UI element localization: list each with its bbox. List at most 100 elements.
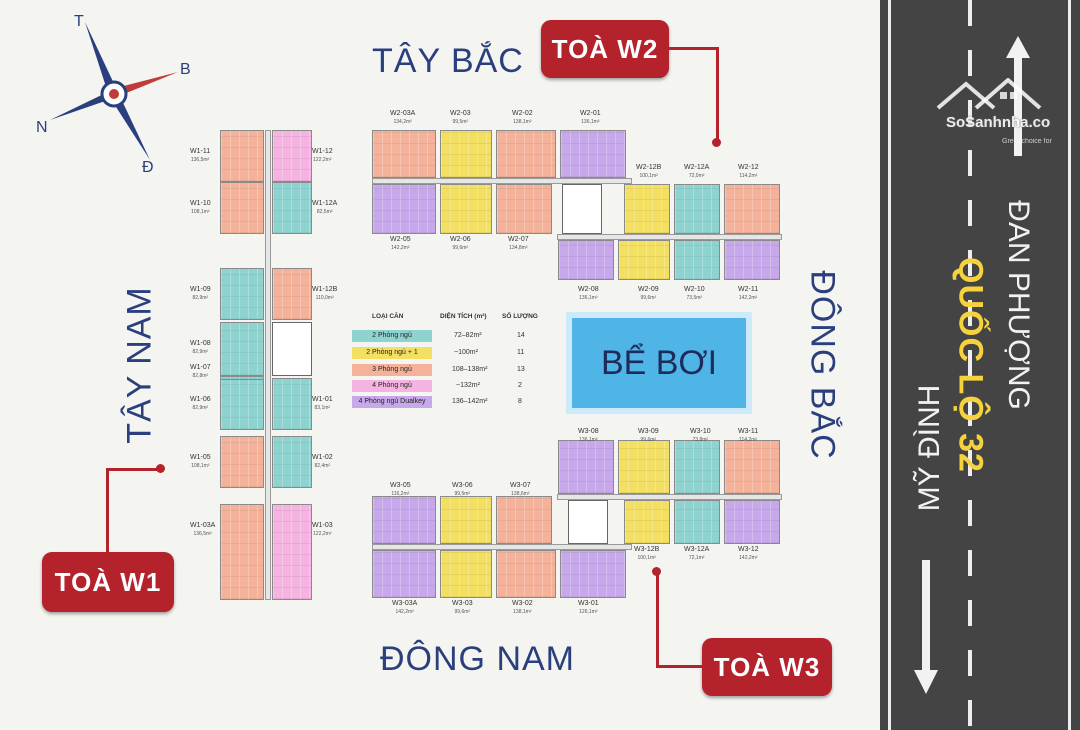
apartment-unit [220, 130, 264, 182]
legend-header-count: SỐ LƯỢNG [502, 313, 538, 320]
unit-id: W3-05 [390, 482, 411, 489]
apartment-unit [724, 240, 780, 280]
unit-id: W1-10 [190, 200, 211, 207]
unit-area: 126,1m² [579, 609, 598, 615]
road-edge-line-left [888, 0, 891, 730]
unit-area: 142,2m² [395, 609, 414, 615]
unit-area: 100,1m² [639, 173, 658, 179]
unit-id: W1-09 [190, 286, 211, 293]
apartment-unit [220, 436, 264, 488]
unit-area: 72,1m² [688, 555, 705, 561]
apartment-unit [220, 268, 264, 320]
unit-area: 134,2m² [393, 119, 412, 125]
compass-needle-e [114, 72, 178, 98]
unit-id: W3-12A [684, 546, 710, 553]
unit-id: W1-06 [190, 396, 211, 403]
unit-id: W1-02 [312, 454, 333, 461]
compass: T B N Đ [36, 13, 191, 172]
apartment-unit [674, 440, 720, 494]
apartment-unit [372, 550, 436, 598]
unit-area: 99,5m² [454, 491, 471, 497]
apartment-unit [440, 184, 492, 234]
unit-area: 122,2m² [313, 531, 332, 537]
apartment-unit [724, 500, 780, 544]
apartment-unit [674, 500, 720, 544]
unit-area: 83,1m² [314, 405, 331, 411]
unit-id: W2-10 [684, 286, 705, 293]
apartment-unit [220, 378, 264, 430]
legend-swatch-4br-dualkey: 4 Phòng ngủ Dualkey [352, 396, 432, 408]
unit-id: W3-03A [392, 600, 418, 607]
corridor [372, 178, 632, 184]
tower-w3-tag: TOÀ W3 [702, 638, 832, 696]
apartment-unit [372, 496, 436, 544]
unit-area: 72,0m² [688, 173, 705, 179]
legend-area-2br-plus: ~100m² [454, 349, 478, 356]
arrow-up-icon [1006, 36, 1030, 156]
corridor [265, 130, 271, 600]
apartment-unit [272, 130, 312, 182]
stair-core [562, 184, 602, 234]
unit-id: W2-12B [636, 164, 662, 171]
apartment-unit [272, 378, 312, 430]
road-name: QUỐC LỘ 32 [951, 257, 990, 473]
unit-area: 82,5m² [316, 209, 333, 215]
apartment-unit [220, 182, 264, 234]
legend-count-3br: 13 [517, 366, 525, 373]
unit-area: 82,8m² [192, 373, 209, 379]
tower-w3-marker [652, 567, 661, 576]
unit-area: 134,8m² [509, 245, 528, 251]
apartment-unit [440, 550, 492, 598]
corridor [557, 494, 782, 500]
apartment-unit [560, 130, 626, 178]
unit-type-legend: LOẠI CĂN DIỆN TÍCH (m²) SỐ LƯỢNG 2 Phòng… [352, 300, 542, 410]
road-destination-top: ĐAN PHƯỢNG [1002, 200, 1035, 410]
legend-swatch-2br: 2 Phòng ngủ [352, 330, 432, 342]
arrow-down-icon [914, 560, 938, 694]
unit-id: W3-10 [690, 428, 711, 435]
compass-label-w: N [36, 119, 48, 136]
corridor [557, 234, 782, 240]
unit-area: 136,5m² [193, 531, 212, 537]
unit-area: 99,6m² [640, 295, 657, 301]
unit-area: 122,2m² [313, 157, 332, 163]
direction-south-east: ĐÔNG NAM [380, 640, 575, 678]
apartment-unit [220, 504, 264, 600]
apartment-unit [272, 182, 312, 234]
apartment-unit [618, 240, 670, 280]
unit-id: W1-07 [190, 364, 211, 371]
legend-swatch-4br: 4 Phòng ngủ [352, 380, 432, 392]
apartment-unit [372, 184, 436, 234]
apartment-unit [558, 240, 614, 280]
apartment-unit [220, 376, 264, 380]
unit-area: 142,2m² [738, 295, 758, 301]
unit-area: 99,6m² [452, 245, 469, 251]
legend-area-4br: ~132m² [456, 382, 480, 389]
unit-id: W3-03 [452, 600, 473, 607]
unit-area: 99,6m² [640, 437, 657, 443]
unit-id: W2-05 [390, 236, 411, 243]
stair-core [568, 500, 608, 544]
legend-count-2br-plus: 11 [517, 349, 525, 356]
unit-id: W2-06 [450, 236, 471, 243]
watermark-tagline: Great choice for [1002, 138, 1052, 145]
unit-id: W3-07 [510, 482, 531, 489]
direction-north-west: TÂY BẮC [372, 42, 524, 80]
compass-needle-n [85, 22, 116, 96]
